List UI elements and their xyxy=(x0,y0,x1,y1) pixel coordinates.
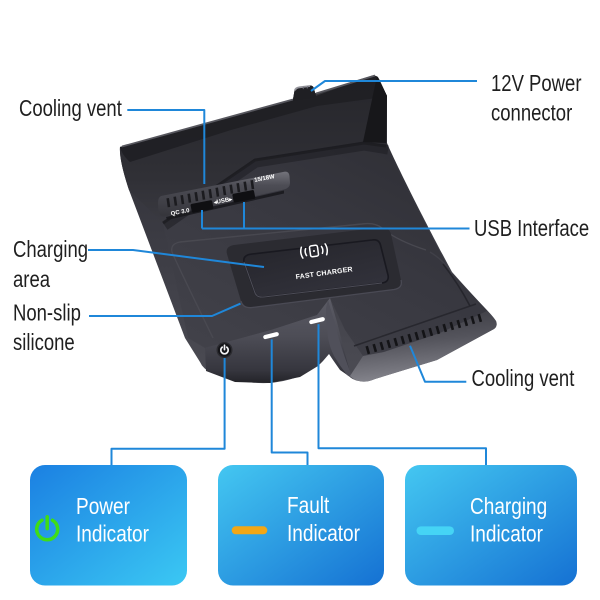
svg-text:Charging: Charging xyxy=(13,237,88,262)
svg-text:Indicator: Indicator xyxy=(287,520,360,546)
svg-text:◂USB▸: ◂USB▸ xyxy=(212,197,233,207)
svg-text:Power: Power xyxy=(76,493,130,519)
svg-text:Non-slip: Non-slip xyxy=(13,301,81,326)
svg-text:Charging: Charging xyxy=(470,493,547,519)
svg-text:Indicator: Indicator xyxy=(76,521,149,547)
svg-text:Fault: Fault xyxy=(287,492,329,518)
svg-text:Cooling vent: Cooling vent xyxy=(19,96,122,121)
svg-text:USB Interface: USB Interface xyxy=(474,216,589,241)
svg-text:12V Power: 12V Power xyxy=(491,71,582,96)
svg-text:area: area xyxy=(13,267,50,292)
svg-text:15/18W: 15/18W xyxy=(254,174,276,184)
svg-text:connector: connector xyxy=(491,101,572,126)
svg-text:QC 3.0: QC 3.0 xyxy=(170,208,190,218)
svg-text:Cooling vent: Cooling vent xyxy=(472,366,575,391)
svg-text:silicone: silicone xyxy=(13,330,75,355)
svg-text:Indicator: Indicator xyxy=(470,521,543,547)
